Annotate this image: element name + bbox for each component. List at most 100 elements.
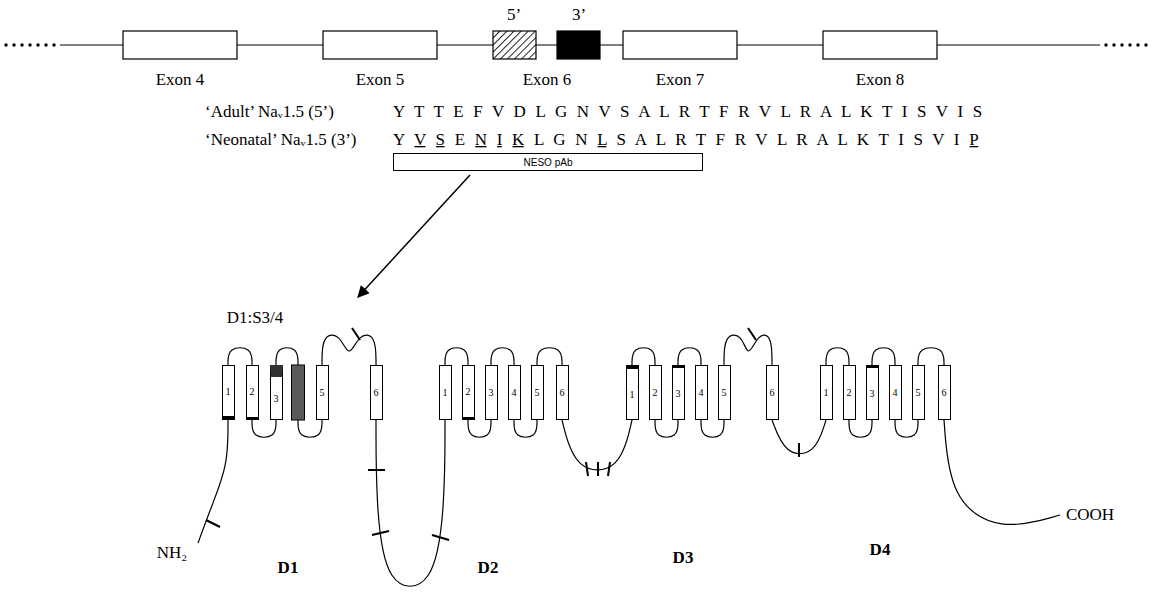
- exon-label: Exon 6: [523, 71, 572, 90]
- peptide-loop: [655, 420, 678, 437]
- exon-label: Exon 5: [356, 71, 405, 90]
- channel-loops: [198, 335, 1060, 586]
- domain-label: D2: [478, 559, 499, 578]
- site-tick: [608, 462, 610, 476]
- antibody-epitope-box: NESO pAb: [393, 153, 703, 171]
- transmembrane-segment: 6: [766, 365, 779, 420]
- site-tick: [798, 443, 800, 457]
- transmembrane-segment: 4: [508, 365, 521, 420]
- peptide-loop: [678, 348, 701, 365]
- site-tick: [352, 328, 360, 340]
- peptide-loop: [276, 348, 298, 365]
- peptide-loop: [724, 335, 772, 365]
- peptide-loop: [445, 348, 468, 365]
- exon-5prime-box: [493, 31, 536, 59]
- end-label: 5’: [507, 6, 521, 25]
- terminus-label: COOH: [1066, 506, 1114, 525]
- site-tick: [597, 462, 599, 476]
- transmembrane-segment: 6: [938, 365, 951, 420]
- terminus-label: NH₂: [157, 544, 187, 563]
- transmembrane-segment: 1: [222, 365, 235, 420]
- site-tick: [586, 462, 588, 476]
- exon-label: Exon 4: [156, 71, 205, 90]
- transmembrane-segment: 4: [889, 365, 902, 420]
- peptide-loop: [849, 420, 872, 437]
- peptide-loop: [198, 420, 228, 543]
- node-text: 1: [630, 389, 635, 400]
- region-label: D1:S3/4: [227, 309, 284, 328]
- domain-label: D3: [673, 549, 694, 568]
- transmembrane-segment: 1: [626, 365, 639, 420]
- node-text: 1: [226, 386, 231, 397]
- site-tick: [206, 520, 220, 527]
- transmembrane-segment: 2: [246, 365, 259, 420]
- transmembrane-segment: 5: [316, 365, 329, 420]
- node-text: 3: [489, 387, 494, 398]
- transmembrane-segment: 3: [672, 365, 685, 420]
- node-text: 6: [560, 387, 565, 398]
- peptide-loop: [376, 420, 445, 586]
- transmembrane-segment: 2: [462, 365, 475, 420]
- exon-box: [823, 31, 937, 59]
- exon-box: [123, 31, 237, 59]
- node-text: 5: [320, 387, 325, 398]
- node-text: NESO pAb: [524, 157, 573, 168]
- node-text: 6: [942, 387, 947, 398]
- peptide-loop: [228, 348, 252, 365]
- site-tick: [368, 469, 385, 471]
- exon-box: [323, 31, 437, 59]
- amino-acid-sequence: Y V S E N I K L G N L S A L R T F R V L …: [393, 131, 981, 150]
- transmembrane-segment: 3: [866, 365, 879, 420]
- transmembrane-segment: 6: [370, 365, 383, 420]
- peptide-loop: [252, 420, 276, 437]
- transmembrane-segment: 1: [820, 365, 833, 420]
- node-text: 2: [466, 386, 471, 397]
- pointer-arrow: [358, 175, 470, 297]
- node-text: 3: [274, 393, 279, 404]
- domain-label: D4: [870, 541, 891, 560]
- amino-acid-sequence: Y T T E F V D L G N V S A L R T F R V L …: [393, 103, 985, 122]
- peptide-loop: [514, 420, 537, 437]
- transmembrane-segment: 3: [485, 365, 498, 420]
- transmembrane-segment: 5: [531, 365, 544, 420]
- peptide-loop: [701, 420, 724, 437]
- node-text: 6: [770, 387, 775, 398]
- peptide-loop: [537, 348, 562, 365]
- transmembrane-segment: 1: [439, 365, 452, 420]
- node-text: 3: [676, 388, 681, 399]
- peptide-loop: [491, 348, 514, 365]
- transmembrane-segment: 5: [912, 365, 925, 420]
- exon-label: Exon 7: [656, 71, 705, 90]
- node-text: 2: [847, 387, 852, 398]
- transmembrane-segment: 2: [843, 365, 856, 420]
- transmembrane-segment: 2: [649, 365, 662, 420]
- site-tick: [372, 531, 389, 535]
- node-text: 2: [250, 386, 255, 397]
- end-label: 3’: [572, 6, 586, 25]
- node-text: 5: [916, 387, 921, 398]
- peptide-loop: [872, 348, 895, 365]
- peptide-loop: [632, 348, 655, 365]
- node-text: 4: [893, 387, 898, 398]
- peptide-loop: [298, 420, 322, 437]
- node-text: 6: [374, 387, 379, 398]
- node-text: 1: [824, 387, 829, 398]
- exon-label: Exon 8: [856, 71, 905, 90]
- node-text: 4: [699, 387, 704, 398]
- node-text: 5: [535, 387, 540, 398]
- highlighted-segment: [292, 365, 305, 420]
- node-text: 4: [512, 387, 517, 398]
- site-tick: [432, 535, 449, 540]
- node-text: 2: [653, 387, 658, 398]
- variant-name: ‘Neonatal’ Naᵥ1.5 (3’): [205, 131, 356, 150]
- domain-label: D1: [278, 559, 299, 578]
- exon-3prime-box: [557, 31, 600, 59]
- site-tick: [748, 328, 756, 340]
- peptide-loop: [944, 420, 1060, 524]
- transmembrane-segment: 6: [556, 365, 569, 420]
- transmembrane-segment: 4: [695, 365, 708, 420]
- transmembrane-segment: 5: [718, 365, 731, 420]
- node-text: 1: [443, 387, 448, 398]
